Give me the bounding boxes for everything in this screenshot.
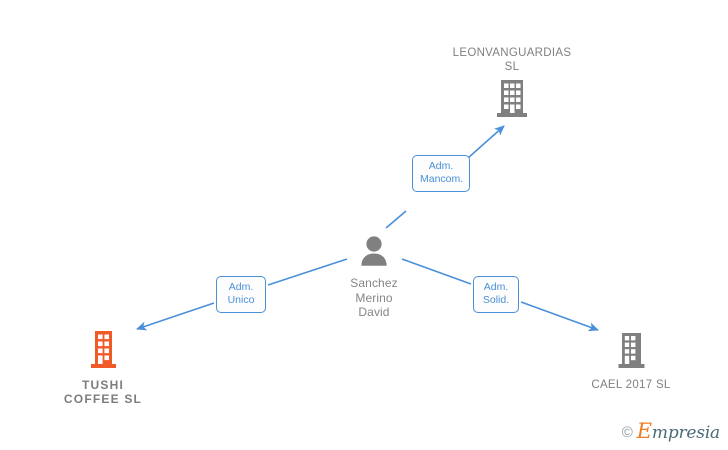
edge-line-mancom-arrow xyxy=(467,125,505,159)
edge-line-unico xyxy=(267,258,348,286)
building-icon xyxy=(13,330,193,375)
building-icon xyxy=(422,78,602,123)
relation-chip-adm-solid[interactable]: Adm. Solid. xyxy=(473,276,519,313)
node-label-sanchez-merino-david: Sanchez Merino David xyxy=(350,276,398,319)
empresia-logo-capital: E xyxy=(636,419,652,443)
relation-chip-adm-mancom[interactable]: Adm. Mancom. xyxy=(412,155,470,192)
empresia-logo-rest: mpresia xyxy=(651,423,720,443)
edge-line-unico-arrow xyxy=(136,302,215,331)
node-tushi-coffee-sl[interactable]: TUSHI COFFEE SL xyxy=(13,330,193,406)
edge-adm-solid xyxy=(401,258,599,332)
edge-adm-unico xyxy=(136,258,348,331)
node-sanchez-merino-david[interactable]: Sanchez Merino David xyxy=(284,234,464,320)
node-label-leonvanguardias: LEONVANGUARDIAS SL xyxy=(452,47,572,73)
edge-adm-mancom xyxy=(385,125,505,229)
node-label-cael-2017-sl: CAEL 2017 SL xyxy=(591,379,671,391)
empresia-watermark: © Empresia xyxy=(621,421,720,443)
building-icon xyxy=(541,332,721,375)
edge-line-mancom xyxy=(385,210,407,229)
node-label-tushi-coffee-sl: TUSHI COFFEE SL xyxy=(63,378,143,406)
node-cael-2017-sl[interactable]: CAEL 2017 SL xyxy=(541,332,721,392)
edge-line-solid xyxy=(401,258,472,285)
node-leonvanguardias[interactable]: LEONVANGUARDIAS SL xyxy=(422,46,602,123)
edge-line-solid-arrow xyxy=(520,301,599,332)
relation-chip-adm-unico[interactable]: Adm. Unico xyxy=(216,276,266,313)
empresia-logo-text: Empresia xyxy=(637,421,720,443)
copyright-icon: © xyxy=(621,424,633,441)
person-icon xyxy=(284,234,464,273)
